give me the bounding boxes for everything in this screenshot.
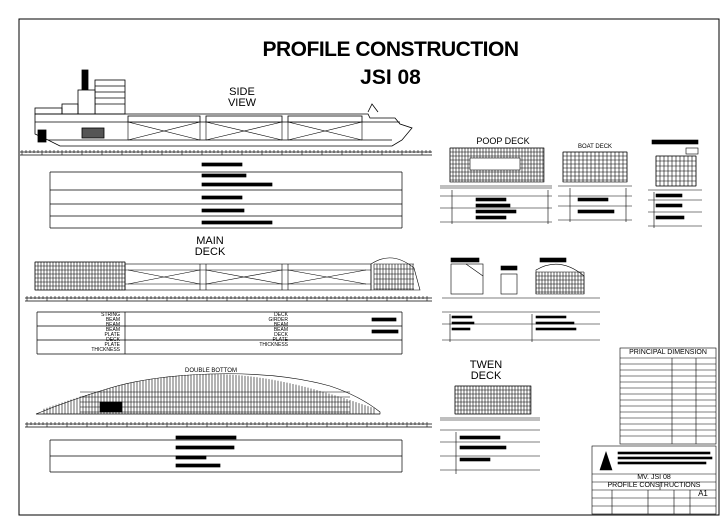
section-label: THICKNESS <box>91 347 120 353</box>
sheet-title: PROFILE CONSTRUCTIONS <box>607 482 701 489</box>
principal-dimension-table <box>619 347 717 445</box>
side-view-hull <box>34 69 413 147</box>
side-view-label-line1: SIDE <box>229 86 255 98</box>
double-bottom-frame-scale <box>25 423 432 428</box>
side-view-label: SIDE VIEW <box>224 87 260 109</box>
boat-deck-label: BOAT DECK <box>577 144 613 150</box>
main-deck-label: MAIN DECK <box>190 236 230 258</box>
title-block <box>591 445 717 515</box>
tween-deck-plan <box>440 385 540 474</box>
main-deck-label-line1: MAIN <box>196 235 224 247</box>
navigation-deck-plan <box>648 139 702 228</box>
twen-deck-label: TWEN DECK <box>466 360 506 382</box>
section-label: PLATE <box>104 332 120 338</box>
double-bottom-ticks <box>26 422 428 427</box>
principal-dimension-title: PRINCIPAL DIMENSION <box>629 349 707 356</box>
twen-deck-label-line1: TWEN <box>469 359 503 371</box>
section-label: DECK <box>274 312 288 318</box>
ship-name: MV. JSI 08 <box>637 474 671 481</box>
poop-deck-label: POOP DECK <box>476 136 530 146</box>
section-label: DECK <box>274 332 288 338</box>
side-view-section-table <box>49 162 403 229</box>
section-label: BEAM <box>273 322 288 328</box>
double-bottom-section-table <box>49 435 403 473</box>
side-view-ticks <box>21 150 431 155</box>
section-label: BEAM <box>105 327 120 333</box>
section-label: PLATE <box>104 342 120 348</box>
logo-emblem <box>599 451 613 471</box>
section-label: BEAM <box>105 317 120 323</box>
main-deck-label-line2: DECK <box>194 246 226 258</box>
double-bottom-plan <box>35 373 381 415</box>
sheet-size: A1 <box>698 489 708 498</box>
section-labels-right: DECK GIRDER BEAM BEAM DECK PLATE THICKNE… <box>248 313 288 348</box>
sheet-border <box>18 18 720 516</box>
section-label: BEAM <box>273 327 288 333</box>
side-view-label-line2: VIEW <box>227 97 257 109</box>
section-label: DECK <box>106 337 120 343</box>
main-deck-ticks <box>26 296 428 301</box>
section-label: BEAM <box>105 322 120 328</box>
drawing-subtitle: JSI 08 <box>360 66 421 89</box>
drawing-title: PROFILE CONSTRUCTION <box>262 38 520 61</box>
section-labels-left: STRING BEAM BEAM BEAM PLATE DECK PLATE T… <box>72 313 120 353</box>
boat-deck-plan <box>558 151 632 222</box>
section-label: GIRDER <box>268 317 288 323</box>
poop-deck-plan <box>440 147 552 224</box>
main-deck-section-table <box>36 311 403 355</box>
section-label: PLATE <box>272 337 288 343</box>
section-label: STRING <box>101 312 120 318</box>
twen-deck-label-line2: DECK <box>470 370 502 382</box>
double-bottom-label: DOUBLE BOTTOM <box>185 368 237 374</box>
main-deck-frame-scale <box>25 297 432 302</box>
section-label: THICKNESS <box>259 342 288 348</box>
main-deck-plan <box>34 257 421 291</box>
midship-sections <box>442 257 600 342</box>
